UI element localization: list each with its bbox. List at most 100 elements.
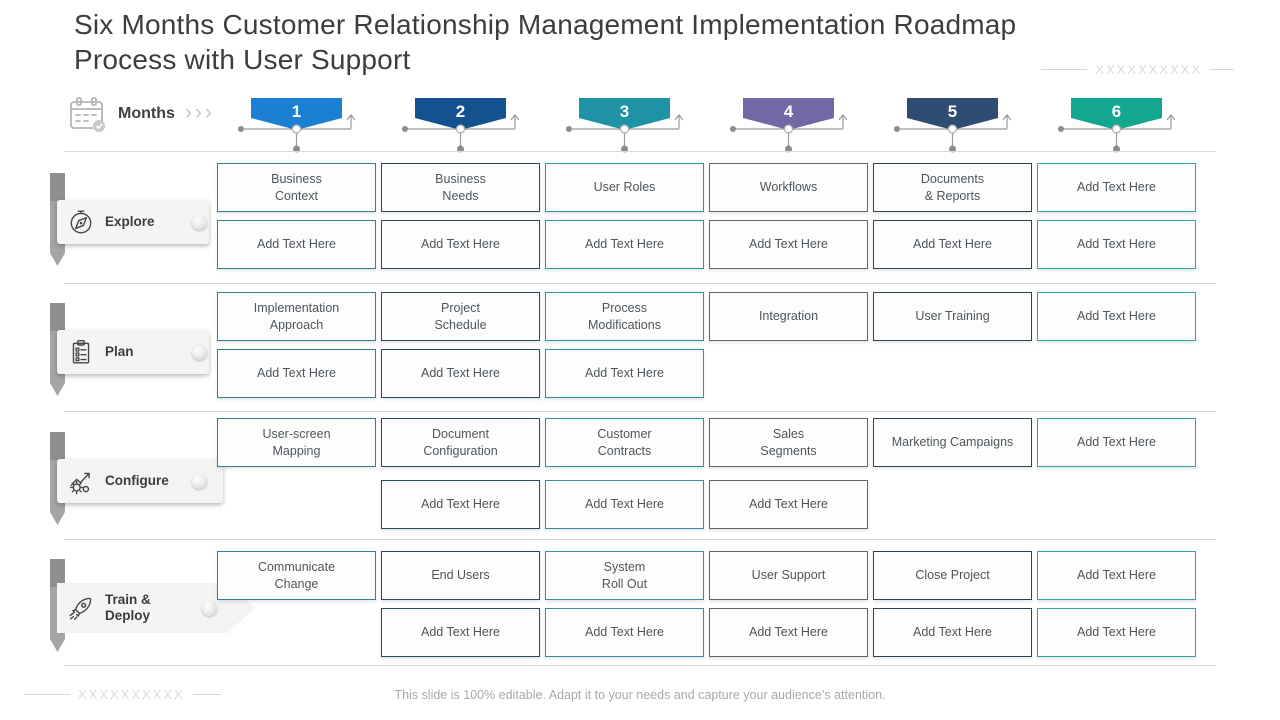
page-title[interactable]: Six Months Customer Relationship Managem… xyxy=(74,9,1017,75)
roadmap-box[interactable]: Add Text Here xyxy=(1037,220,1196,269)
roadmap-box[interactable]: Add Text Here xyxy=(1037,163,1196,212)
bracket-connector xyxy=(1058,114,1176,153)
month-header-6[interactable]: 6 xyxy=(1037,96,1196,154)
month-number: 1 xyxy=(292,102,301,121)
roadmap-box[interactable]: Add Text Here xyxy=(1037,551,1196,600)
roadmap-box[interactable]: End Users xyxy=(381,551,540,600)
clipboard-icon xyxy=(72,339,90,364)
watermark-dash xyxy=(1210,69,1234,70)
roadmap-box[interactable]: Add Text Here xyxy=(381,220,540,269)
plan-row-b: Add Text Here Add Text Here Add Text Her… xyxy=(217,349,1196,398)
roadmap-box[interactable]: Close Project xyxy=(873,551,1032,600)
roadmap-box[interactable]: User Support xyxy=(709,551,868,600)
watermark-dash xyxy=(24,694,70,695)
phase-tab-plan[interactable]: Plan xyxy=(57,330,209,374)
roadmap-box[interactable]: Business Context xyxy=(217,163,376,212)
gear-arrow-icon xyxy=(69,472,90,495)
roadmap-box[interactable]: Add Text Here xyxy=(709,480,868,529)
roadmap-box[interactable]: Communicate Change xyxy=(217,551,376,600)
month-number: 5 xyxy=(948,102,957,121)
row-divider xyxy=(64,539,1216,540)
roadmap-box[interactable]: Add Text Here xyxy=(545,608,704,657)
roadmap-box[interactable]: Workflows xyxy=(709,163,868,212)
roadmap-box[interactable]: Project Schedule xyxy=(381,292,540,341)
watermark-bottom: XXXXXXXXXX xyxy=(24,687,221,702)
roadmap-box[interactable]: Marketing Campaigns xyxy=(873,418,1032,467)
roadmap-box[interactable]: Document Configuration xyxy=(381,418,540,467)
month-header-5[interactable]: 5 xyxy=(873,96,1032,154)
roadmap-box[interactable]: Sales Segments xyxy=(709,418,868,467)
connector-ball xyxy=(192,474,207,489)
roadmap-box[interactable]: Integration xyxy=(709,292,868,341)
roadmap-box[interactable]: Add Text Here xyxy=(1037,418,1196,467)
bracket-connector xyxy=(730,114,848,153)
bracket-connector xyxy=(402,114,520,153)
roadmap-box[interactable]: User Training xyxy=(873,292,1032,341)
roadmap-box[interactable]: Business Needs xyxy=(381,163,540,212)
month-number: 3 xyxy=(620,102,629,121)
roadmap-box[interactable]: System Roll Out xyxy=(545,551,704,600)
roadmap-box[interactable]: Add Text Here xyxy=(1037,292,1196,341)
roadmap-box[interactable]: Implementation Approach xyxy=(217,292,376,341)
phase-tab-explore[interactable]: Explore xyxy=(57,200,209,244)
roadmap-box[interactable]: Add Text Here xyxy=(545,480,704,529)
row-divider xyxy=(64,665,1216,666)
roadmap-box[interactable]: Process Modifications xyxy=(545,292,704,341)
watermark-top: XXXXXXXXXX xyxy=(1041,62,1234,77)
footer-note: This slide is 100% editable. Adapt it to… xyxy=(394,688,886,702)
roadmap-box[interactable]: Add Text Here xyxy=(709,220,868,269)
roadmap-box[interactable]: Add Text Here xyxy=(873,220,1032,269)
roadmap-box[interactable]: Add Text Here xyxy=(873,608,1032,657)
plan-row-a: Implementation Approach Project Schedule… xyxy=(217,292,1196,341)
month-header-4[interactable]: 4 xyxy=(709,96,868,154)
month-number: 4 xyxy=(784,102,794,121)
roadmap-box[interactable]: Add Text Here xyxy=(709,608,868,657)
roadmap-box[interactable]: Add Text Here xyxy=(217,349,376,398)
roadmap-box[interactable]: Add Text Here xyxy=(217,220,376,269)
calendar-icon xyxy=(70,97,105,132)
roadmap-box[interactable]: User-screen Mapping xyxy=(217,418,376,467)
watermark-dash xyxy=(192,694,221,695)
chevron-right-icon: ››› xyxy=(184,101,215,124)
roadmap-box[interactable]: Add Text Here xyxy=(545,220,704,269)
month-header-3[interactable]: 3 xyxy=(545,96,704,154)
month-header-1[interactable]: 1 xyxy=(217,96,376,154)
phase-label: Explore xyxy=(105,213,155,229)
roadmap-box[interactable]: Documents & Reports xyxy=(873,163,1032,212)
explore-row-a: Business Context Business Needs User Rol… xyxy=(217,163,1196,212)
watermark-text: XXXXXXXXXX xyxy=(1095,62,1202,77)
connector-ball xyxy=(192,215,207,230)
explore-row-b: Add Text Here Add Text Here Add Text Her… xyxy=(217,220,1196,269)
month-number: 6 xyxy=(1112,102,1121,121)
phase-label: Plan xyxy=(105,343,134,359)
compass-icon xyxy=(70,210,92,234)
configure-row-a: User-screen Mapping Document Configurati… xyxy=(217,418,1196,467)
roadmap-box[interactable]: Customer Contracts xyxy=(545,418,704,467)
month-header-2[interactable]: 2 xyxy=(381,96,540,154)
roadmap-box[interactable]: Add Text Here xyxy=(545,349,704,398)
row-divider xyxy=(64,151,1216,152)
roadmap-box[interactable]: Add Text Here xyxy=(1037,608,1196,657)
roadmap-box[interactable]: Add Text Here xyxy=(381,480,540,529)
month-number: 2 xyxy=(456,102,465,121)
connector-ball xyxy=(202,601,217,616)
bracket-connector xyxy=(238,114,356,153)
row-divider xyxy=(64,283,1216,284)
roadmap-box[interactable]: User Roles xyxy=(545,163,704,212)
rocket-icon xyxy=(69,597,92,621)
roadmap-box[interactable]: Add Text Here xyxy=(381,349,540,398)
train-deploy-row-b: Add Text Here Add Text Here Add Text Her… xyxy=(217,608,1196,657)
roadmap-box[interactable]: Add Text Here xyxy=(381,608,540,657)
configure-row-b: Add Text Here Add Text Here Add Text Her… xyxy=(217,480,1196,529)
phase-label: Configure xyxy=(105,472,169,488)
watermark-dash xyxy=(1041,69,1088,70)
bracket-connector xyxy=(566,114,684,153)
watermark-text: XXXXXXXXXX xyxy=(78,687,185,702)
months-label: Months xyxy=(118,105,175,122)
months-header: Months ››› xyxy=(66,94,215,134)
train-deploy-row-a: Communicate Change End Users System Roll… xyxy=(217,551,1196,600)
connector-ball xyxy=(192,345,207,360)
bracket-connector xyxy=(894,114,1012,153)
row-divider xyxy=(64,411,1216,412)
